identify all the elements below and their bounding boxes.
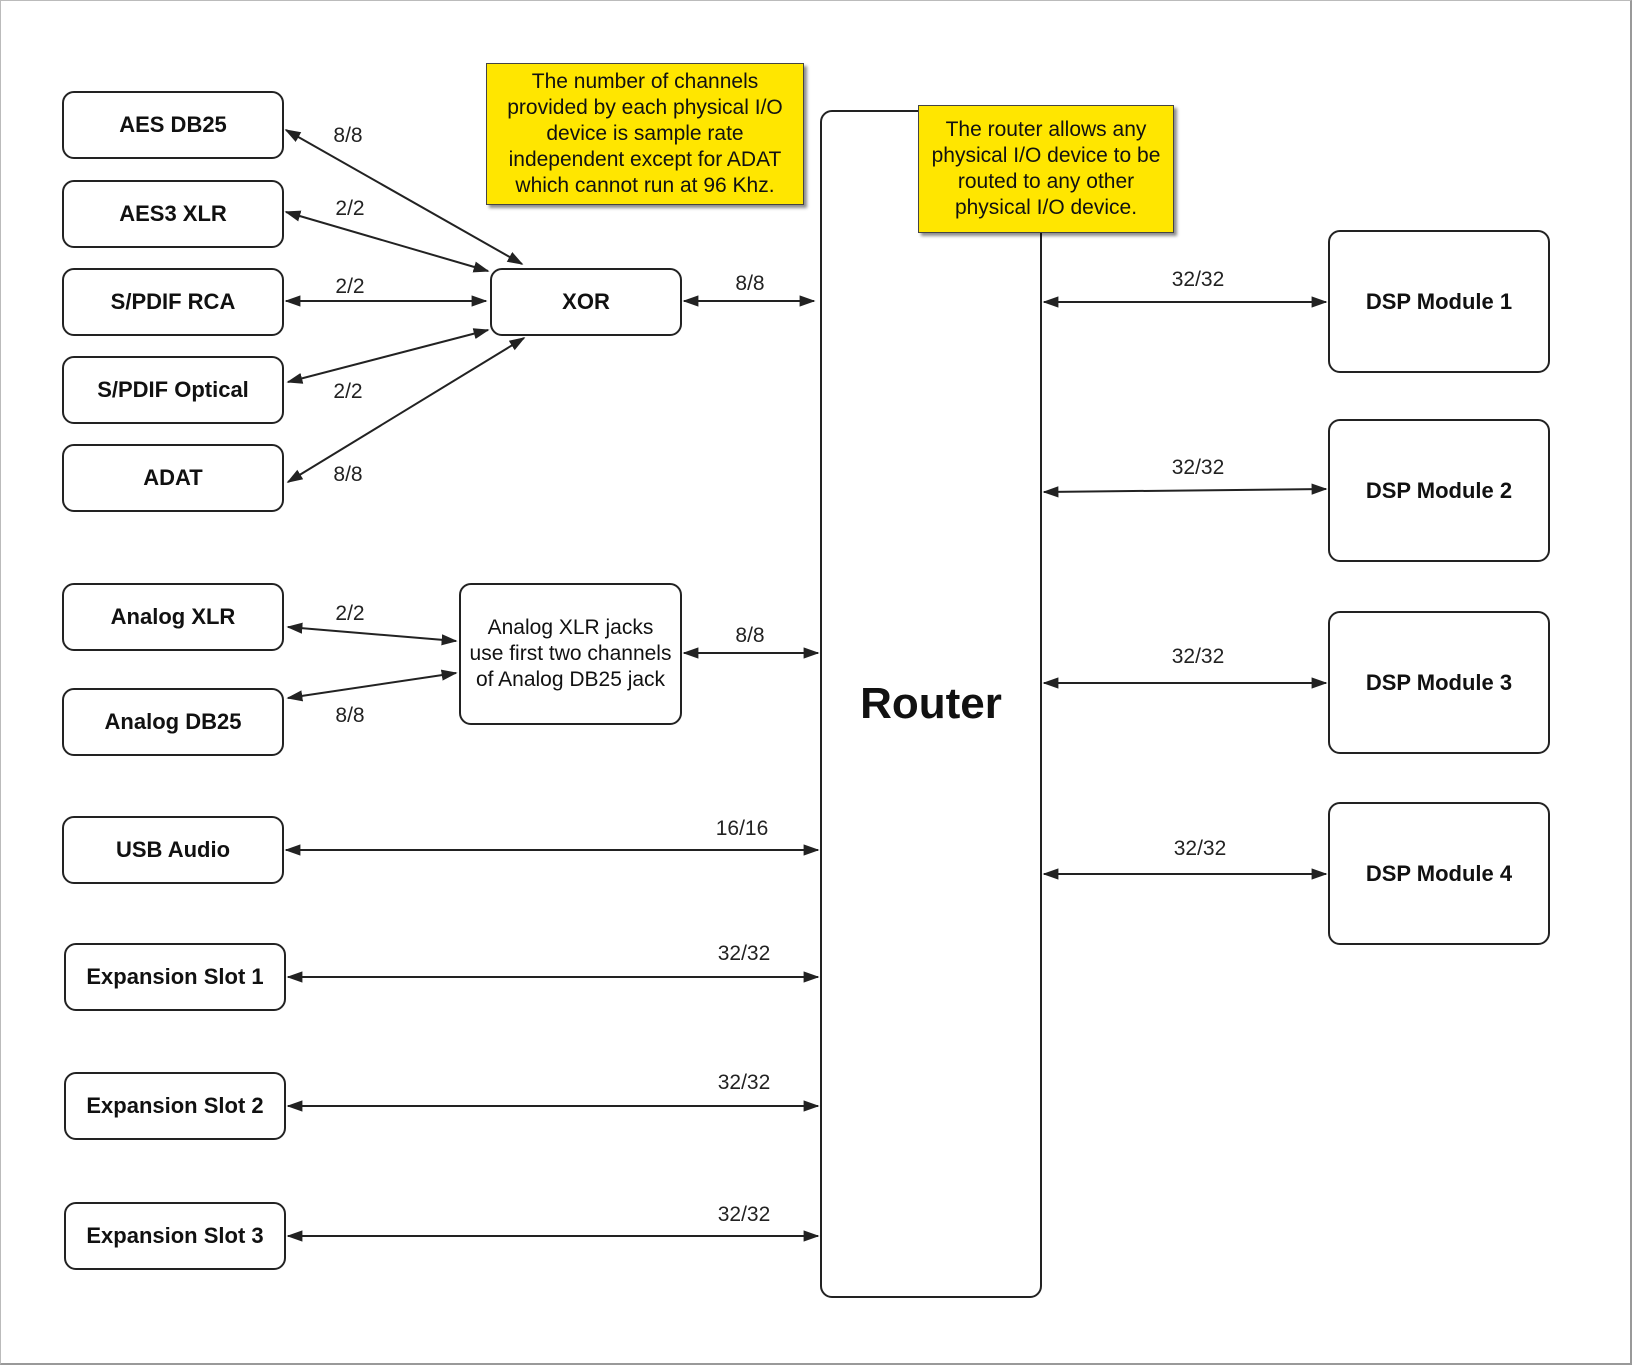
dsp-label: DSP Module 2 [1365,477,1513,503]
channel-label-dsp-3: 32/32 [1171,645,1225,668]
channel-label-dsp-4: 32/32 [1173,837,1227,860]
channel-label-xor: 8/8 [735,272,765,295]
callout-text: The router allows any physical I/O devic… [931,118,1161,219]
channel-label-analog-db25: 8/8 [335,704,365,727]
input-aes-db25: AES DB25 [62,91,284,159]
channel-label-dsp-2: 32/32 [1171,456,1225,479]
input-label: USB Audio [115,837,231,862]
input-label: S/PDIF Optical [97,377,249,402]
input-expansion-slot-2: Expansion Slot 2 [64,1072,286,1140]
input-label: ADAT [143,465,203,490]
router-box: Router [820,110,1042,1298]
channel-label-aes3-xlr: 2/2 [335,197,365,220]
channel-label-expansion-2: 32/32 [717,1071,771,1094]
input-analog-xlr: Analog XLR [62,583,284,651]
connector-analog-xlr-note [286,622,458,646]
router-label: Router [860,679,1002,728]
input-spdif-optical: S/PDIF Optical [62,356,284,424]
input-spdif-rca: S/PDIF RCA [62,268,284,336]
channel-label-spdif-optical: 2/2 [333,380,363,403]
dsp-label: DSP Module 4 [1365,860,1513,886]
input-label: AES DB25 [119,112,227,137]
input-label: AES3 XLR [119,201,227,226]
input-analog-db25: Analog DB25 [62,688,284,756]
channel-label-dsp-1: 32/32 [1171,268,1225,291]
dsp-label: DSP Module 3 [1365,669,1513,695]
xor-label: XOR [562,289,610,314]
input-label: Analog XLR [110,604,236,629]
channel-label-analog-note: 8/8 [735,624,765,647]
channel-label-analog-xlr: 2/2 [335,602,365,625]
analog-note-box: Analog XLR jacks use first two channels … [459,583,682,725]
connector-router-dsp-2 [1042,483,1328,498]
sample-rate-callout: The number of channels provided by each … [486,63,804,205]
input-expansion-slot-3: Expansion Slot 3 [64,1202,286,1270]
input-usb-audio: USB Audio [62,816,284,884]
connector-spdif-optical-xor [286,328,490,384]
analog-note-text: Analog XLR jacks use first two channels … [469,616,672,691]
dsp-label: DSP Module 1 [1365,288,1513,314]
channel-label-spdif-rca: 2/2 [335,275,365,298]
input-label: Expansion Slot 1 [86,964,264,989]
channel-label-expansion-1: 32/32 [717,942,771,965]
connector-analog-db25-note [286,669,458,702]
dsp-module-2: DSP Module 2 [1328,419,1550,562]
channel-label-usb: 16/16 [715,817,769,840]
connector-aes3-xlr-xor [284,210,490,273]
connector-adat-xor [286,337,526,483]
input-label: Analog DB25 [104,709,242,734]
input-adat: ADAT [62,444,284,512]
channel-label-aes-db25: 8/8 [333,124,363,147]
input-aes3-xlr: AES3 XLR [62,180,284,248]
xor-box: XOR [490,268,682,336]
dsp-module-3: DSP Module 3 [1328,611,1550,754]
router-callout: The router allows any physical I/O devic… [918,105,1174,233]
channel-label-adat: 8/8 [333,463,363,486]
channel-label-expansion-3: 32/32 [717,1203,771,1226]
input-label: Expansion Slot 3 [86,1223,264,1248]
dsp-module-4: DSP Module 4 [1328,802,1550,945]
dsp-module-1: DSP Module 1 [1328,230,1550,373]
input-label: S/PDIF RCA [110,289,236,314]
input-expansion-slot-1: Expansion Slot 1 [64,943,286,1011]
callout-text: The number of channels provided by each … [507,70,783,197]
input-label: Expansion Slot 2 [86,1093,264,1118]
